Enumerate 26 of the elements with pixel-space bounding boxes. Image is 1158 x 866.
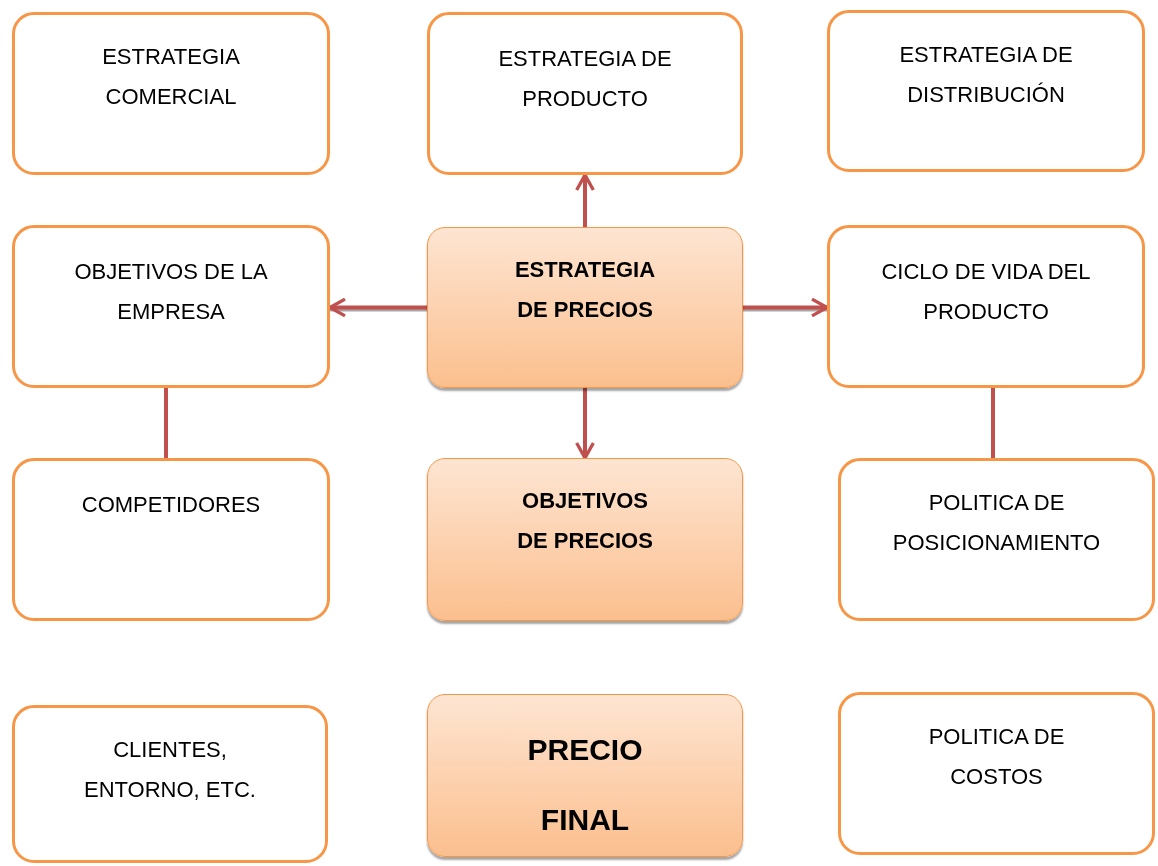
process-box (838, 692, 1155, 855)
process-box (12, 705, 328, 863)
box-label: ESTRATEGIA DE DISTRIBUCIÓN (898, 41, 1074, 109)
arrow (328, 297, 427, 318)
process-box (838, 458, 1155, 621)
highlight-box (427, 694, 743, 857)
box-label: ESTRATEGIA COMERCIAL (101, 43, 241, 111)
process-box (827, 225, 1145, 388)
arrow (743, 297, 829, 318)
process-box (427, 12, 743, 175)
box-label: PRECIO FINAL (526, 732, 644, 838)
box-label: COMPETIDORES (81, 491, 261, 519)
box-label: CLIENTES, ENTORNO, ETC. (83, 736, 257, 804)
box-label: ESTRATEGIA DE PRECIOS (513, 256, 657, 324)
box-label: CICLO DE VIDA DEL PRODUCTO (880, 258, 1092, 326)
box-label: ESTRATEGIA DE PRODUCTO (497, 45, 673, 113)
highlight-box (427, 227, 743, 388)
process-box (827, 10, 1145, 172)
box-label: OBJETIVOS DE LA EMPRESA (73, 258, 269, 326)
process-box (12, 225, 330, 388)
highlight-box (427, 458, 743, 621)
process-box (12, 458, 330, 621)
box-label: POLITICA DE POSICIONAMIENTO (891, 489, 1102, 557)
box-label: POLITICA DE COSTOS (927, 723, 1066, 791)
box-label: OBJETIVOS DE PRECIOS (516, 487, 654, 555)
process-box (12, 12, 330, 175)
